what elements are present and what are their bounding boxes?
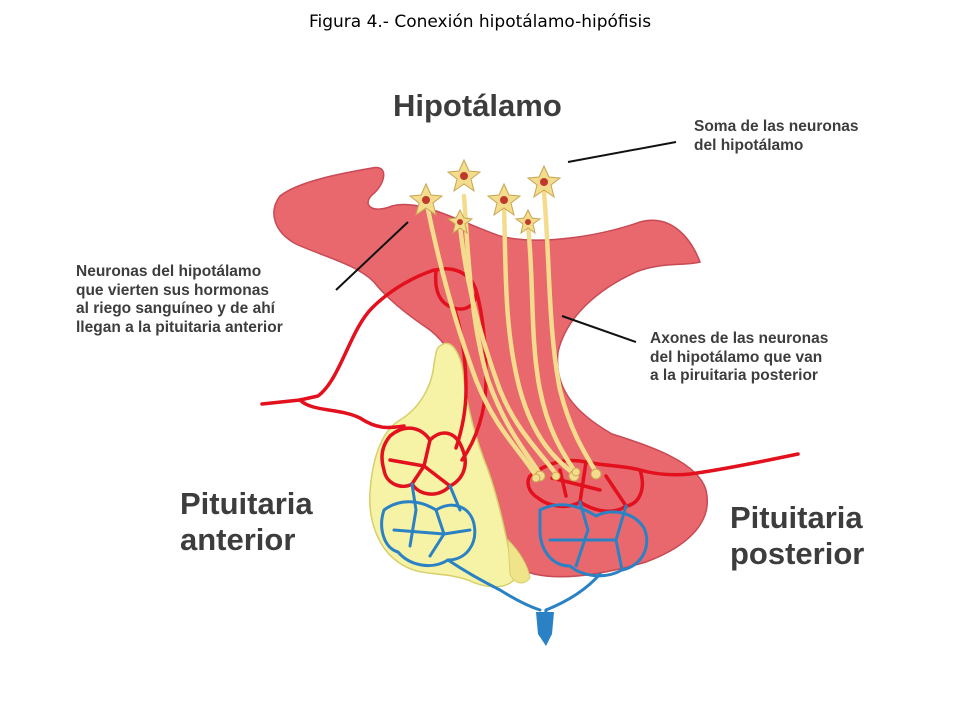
label-pituitaria-posterior: Pituitaria posterior (730, 500, 865, 571)
axon-terminals (531, 467, 602, 483)
figure-caption: Figura 4.- Conexión hipotálamo-hipófisis (308, 12, 652, 32)
label-hipotalamo: Hipotálamo (393, 88, 562, 123)
label-neuronas-hipotalamo: Neuronas del hipotálamo que vierten sus … (76, 263, 283, 336)
label-soma-neuronas: Soma de las neuronas del hipotálamo (694, 118, 859, 154)
label-pituitaria-anterior: Pituitaria anterior (180, 486, 313, 557)
label-axones-neuronas: Axones de las neuronas del hipotálamo qu… (650, 330, 829, 384)
pars-intermedia (507, 538, 531, 584)
portal-vein-outflow (536, 612, 554, 646)
neuron-axons (423, 189, 599, 479)
leader-lines (335, 141, 677, 343)
venous-vessels (380, 482, 649, 642)
neuron-somas (408, 158, 562, 235)
